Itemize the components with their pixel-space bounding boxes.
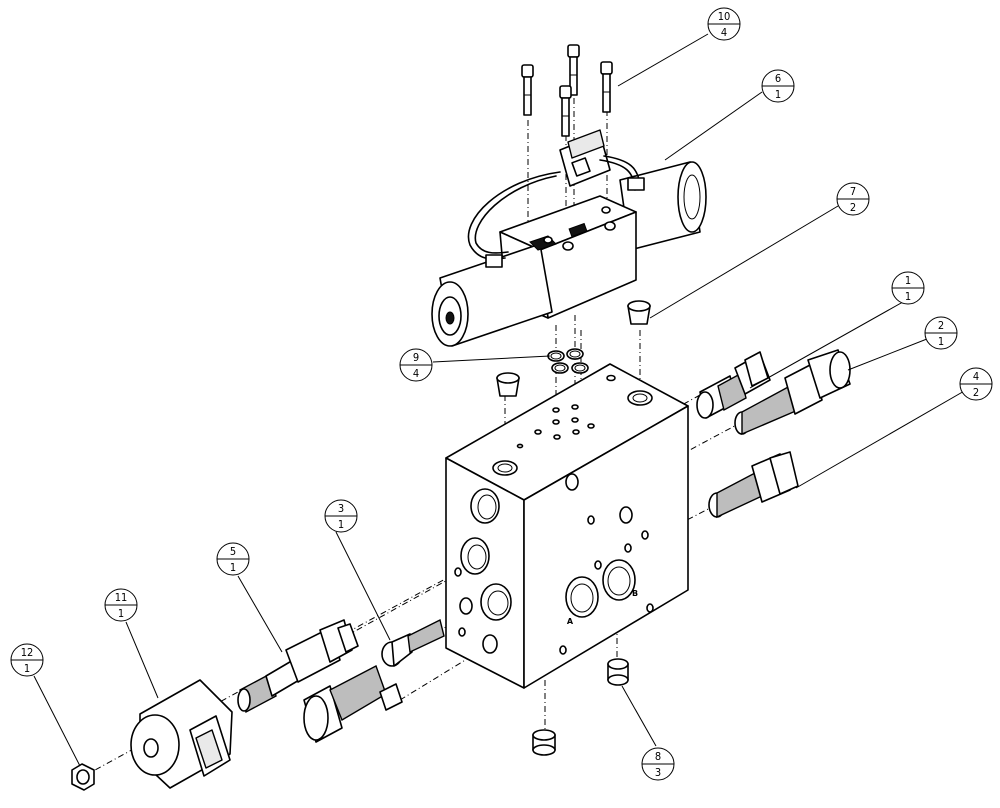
balloon-quantity: 1 — [24, 662, 30, 675]
balloon-quantity: 4 — [413, 367, 419, 380]
top-plug — [627, 300, 651, 325]
screw — [600, 61, 613, 113]
balloon-quantity: 3 — [655, 766, 661, 779]
balloon-item-2: 2 1 — [924, 316, 958, 350]
leader-lines — [33, 33, 967, 767]
manifold-block: A B — [445, 363, 689, 689]
balloon-item-9: 9 4 — [399, 348, 433, 382]
balloon-item-5: 5 1 — [216, 542, 250, 576]
balloon-item-12: 12 1 — [10, 643, 44, 677]
balloon-item-6: 6 1 — [761, 69, 795, 103]
balloon-item-11: 11 1 — [104, 588, 138, 622]
balloon-item-number: 9 — [413, 351, 419, 364]
balloon-item-10: 10 4 — [707, 7, 741, 41]
balloon-quantity: 4 — [721, 26, 727, 39]
balloon-item-4: 4 2 — [959, 367, 993, 401]
balloon-quantity: 1 — [118, 607, 124, 620]
balloon-item-number: 5 — [230, 545, 236, 558]
balloon-item-number: 1 — [905, 274, 911, 287]
screw — [559, 85, 572, 137]
balloon-item-number: 7 — [850, 185, 856, 198]
port-a-label: A — [567, 617, 574, 626]
balloon-item-number: 3 — [338, 502, 344, 515]
o-rings — [547, 348, 589, 374]
directional-valve — [431, 129, 707, 347]
balloon-quantity: 1 — [938, 335, 944, 348]
balloon-item-number: 10 — [718, 10, 731, 23]
bottom-plug — [532, 729, 556, 756]
balloon-item-number: 6 — [775, 72, 781, 85]
balloon-item-number: 12 — [21, 646, 34, 659]
cartridge-item-2 — [734, 349, 851, 436]
balloon-item-1: 1 1 — [891, 271, 925, 305]
screw — [521, 64, 534, 116]
needle-valve-item-3 — [381, 618, 445, 667]
bottom-plug — [607, 658, 629, 686]
port-b-label: B — [632, 589, 638, 598]
balloon-item-7: 7 2 — [836, 182, 870, 216]
balloon-quantity: 2 — [850, 201, 856, 214]
solenoid-coil-item-11 — [130, 679, 233, 789]
top-plug — [496, 372, 520, 397]
balloon-item-8: 8 3 — [641, 747, 675, 781]
relief-cartridge — [303, 665, 403, 743]
balloon-item-3: 3 1 — [324, 499, 358, 533]
balloon-quantity: 2 — [973, 386, 979, 399]
nut-item-12 — [71, 763, 95, 791]
cartridge-item-4 — [708, 451, 799, 519]
balloon-quantity: 1 — [775, 88, 781, 101]
balloon-quantity: 1 — [338, 518, 344, 531]
balloon-quantity: 1 — [905, 290, 911, 303]
balloon-item-number: 8 — [655, 750, 661, 763]
mounting-screws — [521, 44, 613, 137]
balloon-item-number: 4 — [973, 370, 979, 383]
balloon-quantity: 1 — [230, 561, 236, 574]
cartridge-item-5 — [237, 619, 359, 714]
balloon-item-number: 11 — [115, 591, 128, 604]
balloon-item-number: 2 — [938, 319, 944, 332]
screw — [567, 44, 580, 96]
